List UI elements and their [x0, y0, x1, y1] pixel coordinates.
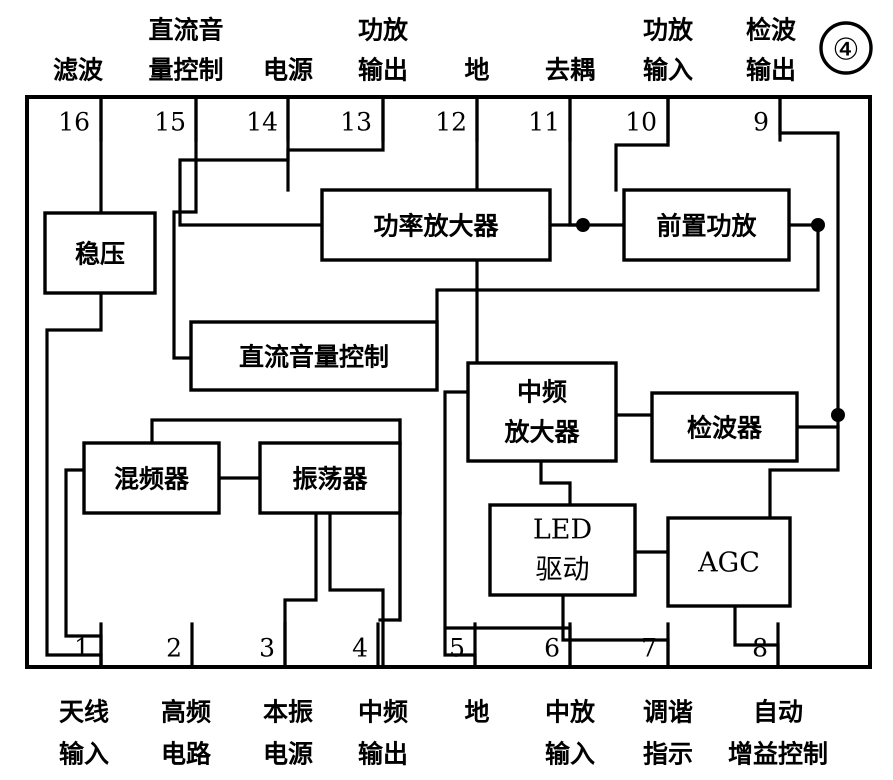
- pin-number-14: 14: [246, 108, 278, 137]
- pin-label-bottom-7-line2: 指示: [643, 740, 693, 769]
- pin-label-top-11-line2: 去耦: [545, 56, 595, 85]
- block-label-if_amp-line1: 中频: [517, 378, 567, 407]
- pin-number-7: 7: [641, 634, 657, 663]
- wire-segment: [539, 459, 572, 507]
- junction-dot: [576, 218, 590, 232]
- pin-number-1: 1: [74, 634, 90, 663]
- pin-label-top-12-line2: 地: [464, 56, 489, 85]
- block-label-dc_volume: 直流音量控制: [239, 343, 389, 372]
- pin-label-top-13-line2: 输出: [358, 56, 408, 85]
- block-agc: AGC: [666, 516, 792, 608]
- chip-outline-frame: [25, 95, 872, 669]
- pin-label-bottom-1-line1: 天线: [59, 698, 109, 727]
- pin-label-top-14-line2: 电源: [263, 56, 313, 85]
- pin-number-15: 15: [154, 108, 186, 137]
- block-label-if_amp-line2: 放大器: [503, 418, 580, 447]
- wire-segment: [172, 95, 198, 360]
- pin-number-9: 9: [753, 108, 769, 137]
- pin-label-top-13-line1: 功放: [358, 16, 409, 45]
- block-box-oscillator: [258, 441, 402, 515]
- block-dc_volume: 直流音量控制: [189, 320, 439, 392]
- pin-label-bottom-6-line2: 输入: [545, 740, 595, 769]
- wire-segment: [150, 418, 402, 445]
- block-box-if_amp: [466, 361, 618, 463]
- block-label-detector: 检波器: [687, 414, 763, 443]
- block-box-pre_amp: [622, 188, 791, 262]
- pin-number-5: 5: [449, 634, 465, 663]
- pin-number-4: 4: [352, 634, 368, 663]
- pin-number-16: 16: [58, 108, 90, 137]
- block-label-pre_amp: 前置功放: [656, 212, 757, 241]
- pin-label-bottom-6-line1: 中放: [545, 698, 596, 727]
- pin-label-bottom-7-line1: 调谐: [643, 698, 693, 727]
- block-label-regulator: 稳压: [75, 240, 125, 269]
- pin-label-top-15-line1: 直流音: [148, 16, 223, 45]
- block-box-detector: [650, 391, 799, 463]
- figure-number-circle: [819, 21, 873, 75]
- pin-label-top-15-line2: 量控制: [148, 56, 223, 85]
- wire-segment: [283, 511, 318, 669]
- block-pre_amp: 前置功放: [622, 188, 791, 262]
- pin-label-bottom-8-line2: 增益控制: [728, 740, 828, 769]
- junction-dot: [831, 408, 845, 422]
- pin-number-8: 8: [752, 634, 768, 663]
- wire-segment: [435, 223, 820, 360]
- pin-label-top-9-line1: 检波: [746, 16, 797, 45]
- block-label-led_driver-line1: LED: [533, 515, 592, 546]
- chip-body-outline: [25, 95, 872, 669]
- figure-number-text: ④: [833, 33, 860, 68]
- block-box-agc: [666, 516, 792, 608]
- pin-number-3: 3: [259, 634, 275, 663]
- pin-number-13: 13: [340, 108, 372, 137]
- pin-number-12: 12: [435, 108, 467, 137]
- junction-dot: [811, 218, 825, 232]
- block-mixer: 混频器: [82, 441, 221, 515]
- block-oscillator: 振荡器: [258, 441, 402, 515]
- pin-number-6: 6: [544, 634, 560, 663]
- wire-segment: [768, 413, 840, 520]
- block-led_driver: LED 驱动: [488, 503, 637, 597]
- pin-label-bottom-1-line2: 输入: [59, 740, 109, 769]
- block-box-led_driver: [488, 503, 637, 597]
- figure-number-marker: ④: [819, 21, 873, 75]
- block-box-dc_volume: [189, 320, 439, 392]
- pin-label-bottom-2-line2: 电路: [161, 740, 212, 769]
- block-regulator: 稳压: [43, 211, 157, 295]
- block-label-oscillator: 振荡器: [292, 465, 368, 494]
- junction-dot-layer: [576, 218, 845, 422]
- block-box-mixer: [82, 441, 221, 515]
- pin-label-top-10-line1: 功放: [643, 16, 694, 45]
- block-label-led_driver-line2: 驱动: [536, 555, 590, 586]
- block-box-power_amp: [320, 188, 552, 262]
- pin-label-bottom-3-line2: 电源: [263, 740, 313, 769]
- block-power_amp: 功率放大器: [320, 188, 552, 262]
- wire-segment: [328, 511, 385, 669]
- block-detector: 检波器: [650, 391, 799, 463]
- pin-label-top-10-line2: 输入: [643, 56, 693, 85]
- pin-label-bottom-5-line1: 地: [464, 698, 489, 727]
- pin-label-bottom-3-line1: 本振: [263, 698, 313, 727]
- pin-label-top-16-line2: 滤波: [53, 56, 104, 85]
- pin-divider-layer: [99, 95, 782, 669]
- pin-label-bottom-4-line1: 中频: [358, 698, 408, 727]
- block-label-agc: AGC: [697, 548, 760, 579]
- block-label-power_amp: 功率放大器: [373, 212, 499, 241]
- block-box-regulator: [43, 211, 157, 295]
- pin-label-bottom-8-line1: 自动: [753, 698, 803, 727]
- pin-label-bottom-4-line2: 输出: [358, 740, 408, 769]
- pin-label-bottom-2-line1: 高频: [161, 698, 211, 727]
- block-label-mixer: 混频器: [114, 465, 190, 494]
- pin-number-10: 10: [625, 108, 657, 137]
- wire-segment: [568, 95, 585, 227]
- pin-label-top-9-line2: 输出: [746, 56, 796, 85]
- pin-number-2: 2: [166, 634, 182, 663]
- pin-number-11: 11: [528, 108, 560, 137]
